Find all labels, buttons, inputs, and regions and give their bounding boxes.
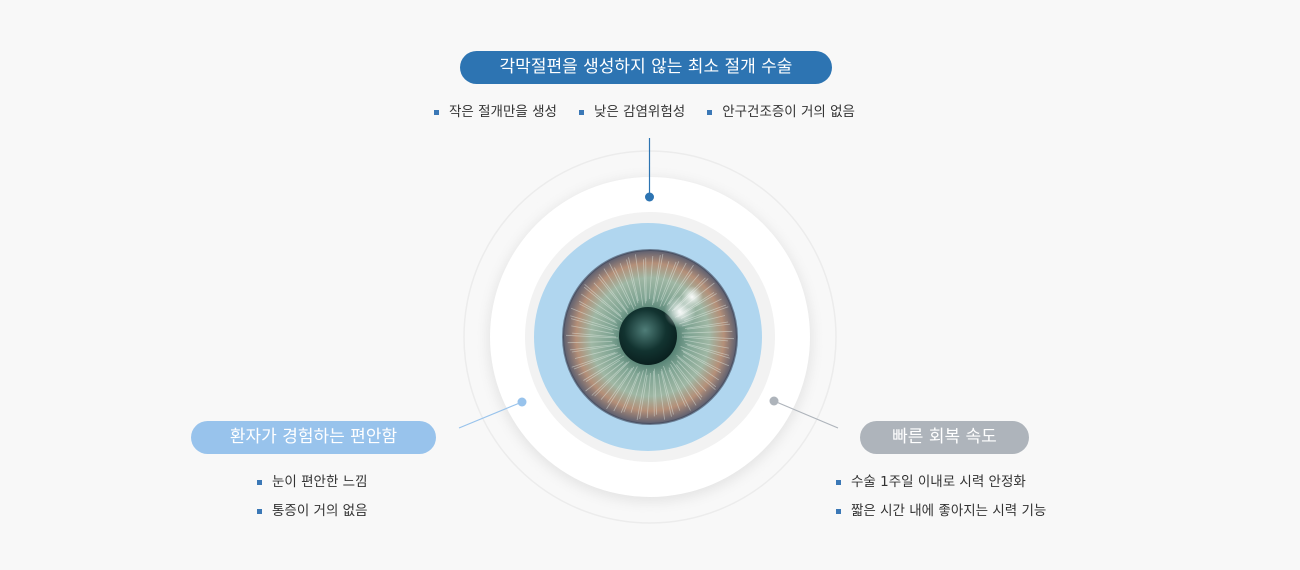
iris-fiber <box>579 303 617 324</box>
iris-fiber <box>683 339 729 349</box>
iris-fiber <box>620 372 639 413</box>
iris-fiber <box>676 360 707 392</box>
iris-fiber <box>619 263 637 307</box>
list-item: 짧은 시간 내에 좋아지는 시력 기능 <box>836 502 1046 520</box>
iris-fiber <box>583 355 625 381</box>
iris-fiber <box>613 366 638 412</box>
iris-fiber <box>593 282 622 313</box>
iris-fiber <box>684 321 729 329</box>
iris-fiber <box>671 360 702 401</box>
iris-fiber <box>639 374 648 419</box>
left-connector-dot <box>517 397 527 407</box>
iris-fiber <box>570 307 618 328</box>
iris-fiber <box>687 323 731 330</box>
iris-fiber <box>571 344 618 353</box>
list-item: 안구건조증이 거의 없음 <box>707 103 855 121</box>
list-item: 작은 절개만을 생성 <box>434 103 557 121</box>
right-connector <box>773 400 839 429</box>
list-item: 눈이 편안한 느낌 <box>257 473 368 491</box>
iris-fiber <box>681 349 721 371</box>
iris-fiber <box>630 370 644 413</box>
iris-fiber <box>663 365 681 411</box>
iris-fiber <box>597 276 629 315</box>
iris-fiber <box>594 361 630 397</box>
iris-fiber <box>606 366 635 410</box>
iris-fiber <box>609 263 631 305</box>
iris-fiber <box>603 268 629 309</box>
eye-iris-icon <box>562 249 738 425</box>
iris-fiber <box>570 318 613 331</box>
iris-fiber <box>683 335 735 340</box>
iris-fiber <box>687 344 730 359</box>
iris-fiber <box>653 368 657 415</box>
iris-fiber <box>626 259 639 304</box>
iris-fiber <box>585 361 624 392</box>
list-item: 낮은 감염위험성 <box>578 103 685 121</box>
iris-fiber <box>607 367 633 403</box>
iris-fiber <box>571 352 616 368</box>
top-connector-dot <box>645 192 654 202</box>
iris-fiber <box>581 293 623 322</box>
iris-fiber <box>646 372 651 419</box>
iris-fiber <box>635 254 644 306</box>
iris-fiber <box>682 355 719 381</box>
iris-fiber <box>643 259 646 304</box>
iris-fiber <box>668 367 691 411</box>
iris-fiber <box>676 354 717 388</box>
iris-fiber <box>653 253 664 304</box>
iris-fiber <box>682 351 722 374</box>
iris-fiber <box>680 346 730 367</box>
list-item: 수술 1주일 이내로 시력 안정화 <box>836 473 1046 491</box>
iris-fiber <box>653 370 655 417</box>
iris-fiber <box>661 368 674 415</box>
iris-fiber <box>600 367 629 400</box>
iris-fiber <box>660 261 677 301</box>
iris-fiber <box>675 364 703 398</box>
iris-fiber <box>570 315 619 331</box>
left-feature-title: 환자가 경험하는 편안함 <box>191 421 436 454</box>
iris-fiber <box>572 332 617 338</box>
iris-fiber <box>668 369 686 407</box>
iris-fiber <box>663 262 687 306</box>
iris-fiber <box>583 286 623 319</box>
iris-fiber <box>677 356 716 391</box>
iris-fiber <box>670 363 697 406</box>
iris-fiber <box>660 371 672 417</box>
iris-fiber <box>656 261 670 302</box>
iris-fiber <box>578 354 621 376</box>
iris-fiber <box>567 341 613 344</box>
iris-fiber <box>585 359 621 382</box>
iris-fiber <box>681 330 733 334</box>
right-connector-dot <box>769 396 779 406</box>
iris-fiber <box>636 368 648 421</box>
top-feature-title: 각막절편을 생성하지 않는 최소 절개 수술 <box>460 51 832 84</box>
iris-fiber <box>578 300 616 322</box>
left-connector <box>458 401 523 429</box>
iris-fiber <box>649 255 654 300</box>
iris-fiber <box>584 283 622 317</box>
iris-fiber <box>591 362 628 396</box>
iris-fiber <box>658 373 665 420</box>
iris-fiber <box>598 273 628 312</box>
iris-fiber <box>569 344 615 351</box>
iris-fiber <box>681 336 728 342</box>
iris-fiber <box>574 346 620 359</box>
iris-fiber <box>623 371 641 413</box>
top-feature-list: 작은 절개만을 생성 낮은 감염위험성 안구건조증이 거의 없음 <box>434 103 855 121</box>
right-feature-title: 빠른 회복 속도 <box>860 421 1029 454</box>
iris-fiber <box>565 334 619 339</box>
iris-fiber <box>573 352 618 370</box>
iris-fiber <box>652 255 661 306</box>
iris-fiber <box>659 261 680 307</box>
left-feature-list: 눈이 편안한 느낌 통증이 거의 없음 <box>257 473 368 531</box>
iris-fiber <box>571 325 615 335</box>
right-feature-list: 수술 1주일 이내로 시력 안정화 짧은 시간 내에 좋아지는 시력 기능 <box>836 473 1046 531</box>
iris-fiber <box>614 267 635 310</box>
list-item: 통증이 거의 없음 <box>257 502 368 520</box>
iris-fiber <box>685 343 730 356</box>
iris-fiber <box>645 257 647 302</box>
iris-fiber <box>628 257 639 301</box>
